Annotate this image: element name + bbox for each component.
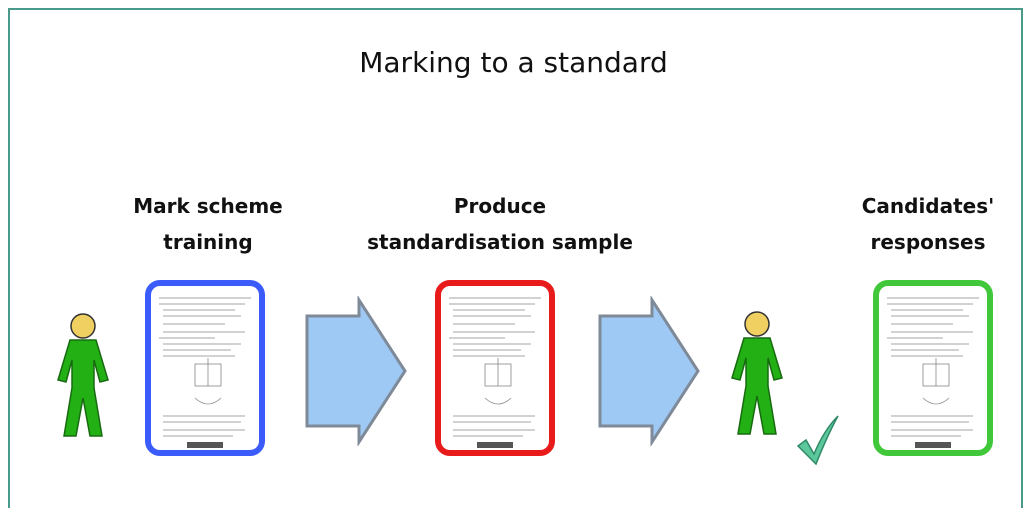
flow-arrow-icon [305, 296, 407, 446]
checkmark-icon [796, 415, 839, 466]
stage-label-line1: Produce [453, 194, 547, 218]
flow-arrow-icon [598, 296, 700, 446]
stage-label-line1: Mark scheme [133, 194, 283, 218]
stage-label-line2: standardisation sample [367, 230, 633, 254]
exam-paper-card-red [435, 280, 555, 456]
exam-paper-card-green [873, 280, 993, 456]
stage-label-line2: responses [870, 230, 986, 254]
exam-paper-card-blue [145, 280, 265, 456]
stage-label-line1: Candidates' [861, 194, 995, 218]
diagram-title: Marking to a standard [359, 46, 668, 79]
stage-label-mark-scheme: Mark scheme training [98, 188, 318, 260]
examiner-figure-icon [57, 313, 109, 437]
examiner-figure-icon [731, 311, 783, 435]
stage-label-line2: training [163, 230, 253, 254]
stage-label-candidates: Candidates' responses [838, 188, 1018, 260]
stage-label-standardisation: Produce standardisation sample [360, 188, 640, 260]
